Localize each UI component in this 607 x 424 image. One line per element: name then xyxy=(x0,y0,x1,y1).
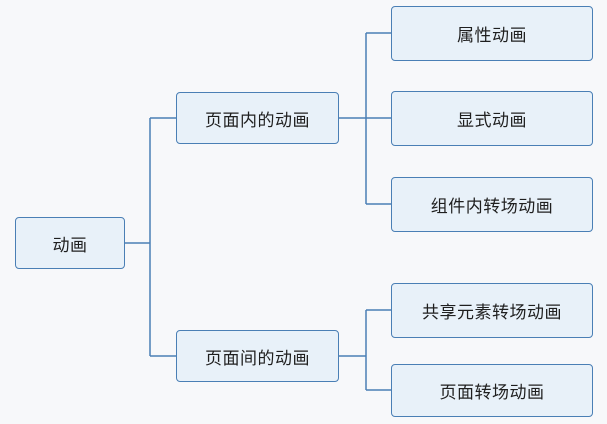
branch-node-between-pages: 页面间的动画 xyxy=(176,330,339,382)
root-node: 动画 xyxy=(15,217,125,269)
leaf-node-page-transition: 页面转场动画 xyxy=(391,364,593,417)
leaf-node-shared-element-transition: 共享元素转场动画 xyxy=(391,283,593,338)
leaf-node-property-animation: 属性动画 xyxy=(391,6,593,61)
leaf-node-component-transition: 组件内转场动画 xyxy=(391,177,593,232)
leaf-node-explicit-animation: 显式动画 xyxy=(391,91,593,146)
branch-node-in-page: 页面内的动画 xyxy=(176,92,339,144)
